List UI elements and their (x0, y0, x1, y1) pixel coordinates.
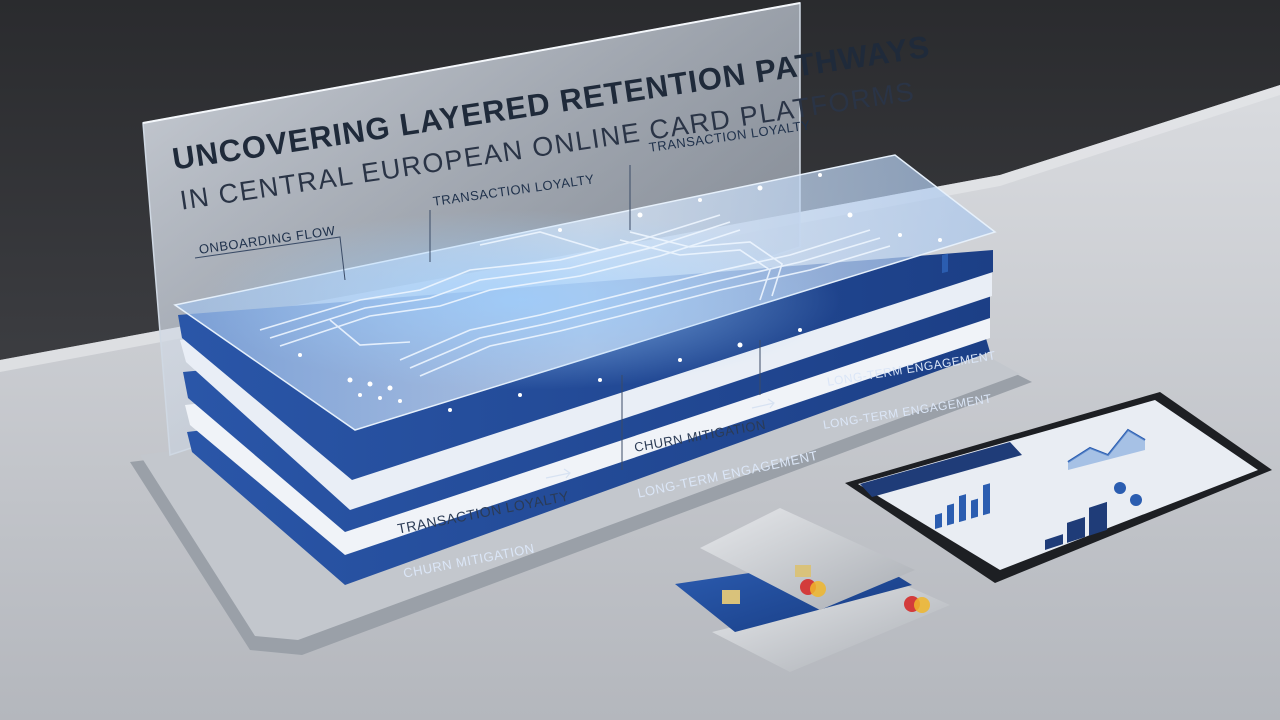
cards-illustration (675, 508, 950, 672)
tablet-illustration (845, 253, 1272, 583)
